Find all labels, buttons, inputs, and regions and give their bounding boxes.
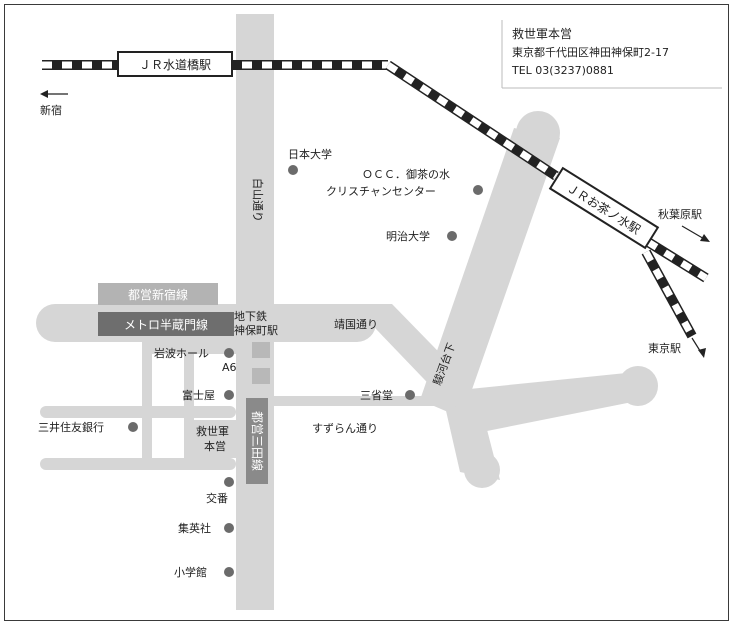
station-suidobashi-label: ＪＲ水道橋駅	[139, 58, 211, 72]
arrow-tokyo-head	[698, 348, 706, 358]
poi-occ[interactable]: ＯＣＣ．御茶の水 クリスチャンセンター	[326, 167, 483, 198]
direction-shinjuku: 新宿	[40, 90, 68, 117]
poi-sanseido[interactable]: 三省堂	[360, 389, 415, 402]
road-surugadai-end	[516, 111, 560, 155]
info-address: 東京都千代田区神田神保町2-17	[512, 45, 669, 59]
line-mita-bar	[246, 398, 268, 484]
road-east-branch	[440, 372, 652, 432]
rail-tokyo-ties	[642, 250, 696, 338]
info-box: 救世軍本営 東京都千代田区神田神保町2-17 TEL 03(3237)0881	[501, 20, 722, 89]
station-jimbocho-label2: 神保町駅	[234, 323, 278, 337]
poi-koban-label: 交番	[206, 491, 228, 505]
poi-shogakukan-label: 小学館	[174, 565, 207, 579]
road-west-1	[40, 406, 236, 418]
exit-box-2	[252, 368, 270, 384]
station-ochanomizu[interactable]: ＪＲお茶ノ水駅	[548, 166, 660, 250]
direction-tokyo-label: 東京駅	[648, 341, 681, 355]
line-hanzomon-label: メトロ半蔵門線	[124, 317, 208, 332]
station-suidobashi[interactable]: ＪＲ水道橋駅	[117, 51, 233, 77]
direction-akihabara: 秋葉原駅	[658, 207, 710, 242]
direction-tokyo: 東京駅	[648, 337, 706, 358]
station-ochanomizu-box	[548, 166, 660, 250]
direction-akihabara-label: 秋葉原駅	[658, 207, 702, 221]
info-tel: TEL 03(3237)0881	[511, 64, 614, 77]
poi-iwanami[interactable]: 岩波ホール	[154, 346, 234, 360]
street-yasukuni: 靖国通り	[334, 318, 378, 331]
station-suidobashi-box	[117, 51, 233, 77]
poi-smbc-label: 三井住友銀行	[38, 420, 104, 434]
poi-smbc[interactable]: 三井住友銀行	[38, 420, 138, 434]
road-west-2	[40, 458, 236, 470]
rail-diag-ties	[386, 62, 558, 179]
poi-fujiya[interactable]: 富士屋	[182, 388, 234, 402]
arrow-shinjuku-head	[40, 90, 48, 98]
line-hanzomon-bar	[98, 312, 234, 336]
poi-iwanami-dot	[224, 348, 234, 358]
road-west-v1	[142, 342, 152, 458]
poi-koban[interactable]: 交番	[206, 477, 234, 505]
station-jimbocho-label1: 地下鉄	[234, 309, 267, 323]
road-suzuran	[274, 396, 442, 406]
poi-shogakukan-dot	[224, 567, 234, 577]
poi-shueisha-label: 集英社	[178, 521, 211, 535]
exit-a6-label: A6	[222, 361, 237, 374]
road-south-end	[464, 452, 500, 488]
poi-occ-dot	[473, 185, 483, 195]
rail-akihabara-outline	[645, 237, 709, 283]
line-toei-shinjuku-bar	[98, 283, 218, 305]
poi-sanseido-dot	[405, 390, 415, 400]
poi-nihon-univ[interactable]: 日本大学	[288, 147, 332, 175]
exit-box-1	[252, 342, 270, 358]
road-west-v2	[184, 342, 194, 458]
poi-salvation-label1: 救世軍	[196, 424, 229, 438]
poi-meiji-univ-dot	[447, 231, 457, 241]
poi-iwanami-label: 岩波ホール	[154, 346, 209, 360]
poi-meiji-univ-label: 明治大学	[386, 229, 430, 243]
poi-salvation-label2: 本営	[204, 439, 226, 453]
roads	[36, 14, 658, 610]
poi-occ-label2: クリスチャンセンター	[326, 185, 436, 198]
poi-nihon-univ-label: 日本大学	[288, 147, 332, 161]
poi-meiji-univ[interactable]: 明治大学	[386, 229, 457, 243]
road-surugadai	[420, 128, 560, 418]
poi-koban-dot	[224, 477, 234, 487]
line-mita-label: 都営三田線	[250, 411, 265, 471]
street-suzuran: すずらん通り	[312, 422, 378, 435]
poi-fujiya-label: 富士屋	[182, 388, 215, 402]
poi-shogakukan[interactable]: 小学館	[174, 565, 234, 579]
road-iwanami	[152, 342, 236, 354]
arrow-akihabara-head	[700, 234, 710, 242]
poi-nihon-univ-dot	[288, 165, 298, 175]
poi-shueisha[interactable]: 集英社	[178, 521, 234, 535]
line-toei-shinjuku-label: 都営新宿線	[128, 287, 188, 302]
street-hakusan: 白山通り	[251, 178, 265, 222]
road-east-end	[618, 366, 658, 406]
poi-salvation-army[interactable]: 救世軍 本営	[196, 424, 229, 453]
poi-fujiya-dot	[224, 390, 234, 400]
salvation-army-block	[192, 420, 236, 458]
poi-smbc-dot	[128, 422, 138, 432]
info-org: 救世軍本営	[512, 26, 572, 41]
poi-occ-label1: ＯＣＣ．御茶の水	[362, 167, 450, 181]
direction-shinjuku-label: 新宿	[40, 103, 62, 117]
poi-sanseido-label: 三省堂	[360, 389, 393, 402]
poi-shueisha-dot	[224, 523, 234, 533]
station-ochanomizu-label: ＪＲお茶ノ水駅	[564, 180, 643, 237]
subway-lines: 都営新宿線 メトロ半蔵門線 都営三田線	[98, 283, 270, 484]
